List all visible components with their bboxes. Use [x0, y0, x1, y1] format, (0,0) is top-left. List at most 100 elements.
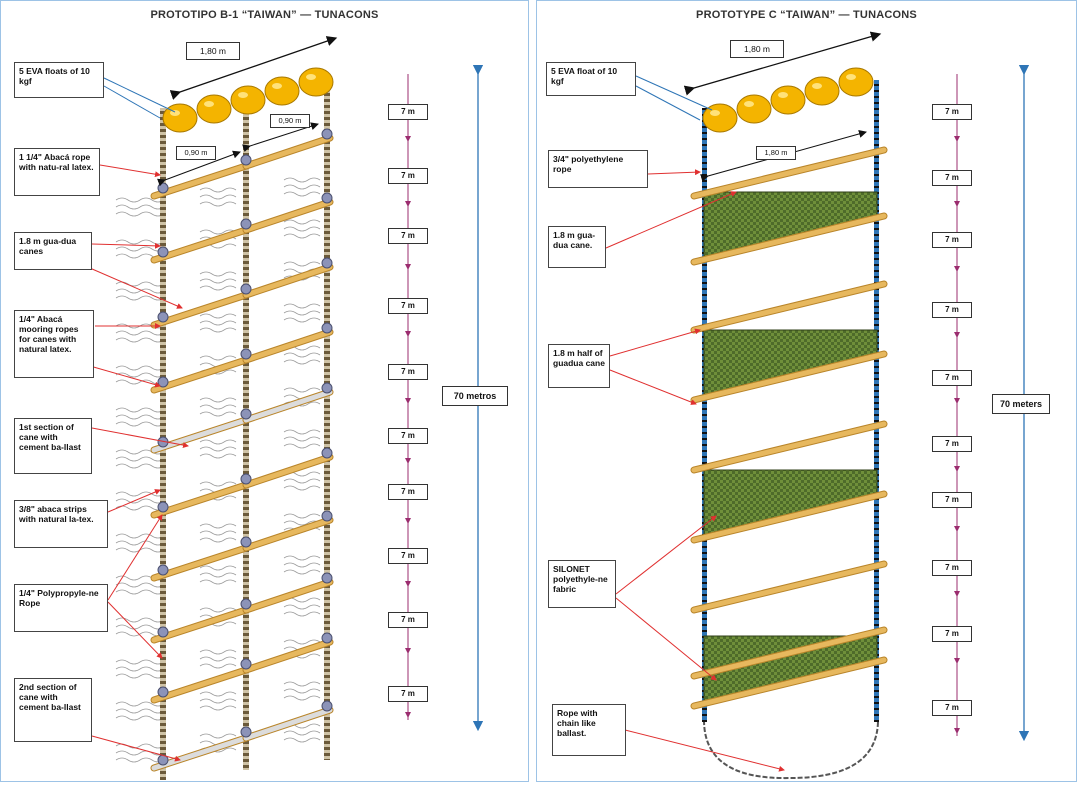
- left-segment-label: 7 m: [388, 428, 428, 444]
- left-knot: [240, 348, 252, 360]
- left-wave: [115, 372, 165, 378]
- left-cane-8b: [243, 579, 333, 613]
- left-float-5: [298, 67, 334, 97]
- right-callout-half-cane: 1.8 m half of guadua cane: [548, 344, 610, 388]
- left-float-highlight: [238, 92, 248, 98]
- left-cane-4a: [151, 357, 249, 393]
- left-callout-second-section: 2nd section of cane with cement ba-llast: [14, 678, 92, 742]
- left-depth-mark: [405, 518, 411, 524]
- left-wave: [283, 317, 321, 323]
- left-wave: [283, 387, 321, 393]
- left-wave: [115, 407, 165, 413]
- left-wave: [199, 327, 237, 333]
- right-float-highlight: [710, 110, 720, 116]
- left-wave: [115, 666, 165, 672]
- right-width-label: 1,80 m: [730, 40, 784, 58]
- left-wave: [199, 691, 237, 697]
- left-wave: [283, 485, 321, 491]
- left-width-arrow: [169, 36, 338, 100]
- left-wave: [283, 604, 321, 610]
- left-spacing-arrow-a: [157, 150, 241, 187]
- left-cane-10b: [243, 707, 333, 741]
- right-depth-mark: [954, 398, 960, 404]
- right-callout-cane: 1.8 m gua-dua cane.: [548, 226, 606, 268]
- left-knot: [157, 182, 169, 194]
- right-cane-2: [691, 213, 887, 265]
- left-wave: [115, 414, 165, 420]
- left-float-3: [230, 85, 266, 115]
- left-wave: [115, 673, 165, 679]
- left-float-highlight: [170, 110, 180, 116]
- left-wave: [283, 730, 321, 736]
- right-depth-mark: [954, 201, 960, 207]
- right-segment-label: 7 m: [932, 170, 972, 186]
- right-cane-5: [691, 421, 887, 473]
- left-wave: [283, 555, 321, 561]
- left-depth-mark: [405, 648, 411, 654]
- left-wave: [283, 520, 321, 526]
- left-wave: [199, 355, 237, 361]
- left-knot: [321, 632, 333, 644]
- left-knot: [240, 218, 252, 230]
- left-knot: [157, 246, 169, 258]
- left-wave: [115, 505, 165, 511]
- left-wave: [199, 481, 237, 487]
- left-wave: [283, 681, 321, 687]
- left-wave: [115, 288, 165, 294]
- left-wave: [283, 611, 321, 617]
- right-cane-4: [691, 351, 887, 403]
- left-knot: [157, 626, 169, 638]
- right-depth-mark: [954, 591, 960, 597]
- right-segment-label: 7 m: [932, 492, 972, 508]
- left-cane-7a: [151, 545, 249, 581]
- left-wave: [115, 498, 165, 504]
- left-cane-2b: [243, 199, 333, 233]
- left-depth-mark: [405, 136, 411, 142]
- left-knot: [321, 510, 333, 522]
- left-float-pointers: [103, 77, 176, 119]
- left-float-2: [196, 94, 232, 124]
- left-knot: [321, 128, 333, 140]
- right-segment-label: 7 m: [932, 302, 972, 318]
- left-wave: [283, 688, 321, 694]
- left-cane-3b: [243, 264, 333, 298]
- right-cane-8: [691, 627, 887, 679]
- left-segment-label: 7 m: [388, 364, 428, 380]
- left-wave: [283, 261, 321, 267]
- left-cane-10a: [151, 735, 249, 771]
- left-wave: [283, 184, 321, 190]
- left-knot: [240, 598, 252, 610]
- left-wave: [199, 271, 237, 277]
- left-cane-3a: [151, 292, 249, 328]
- prototype-c-title: PROTOTYPE C “TAIWAN” — TUNACONS: [696, 9, 917, 21]
- right-float-4: [804, 76, 840, 106]
- left-wave: [115, 295, 165, 301]
- right-structure: [605, 31, 1030, 780]
- left-wave: [283, 443, 321, 449]
- left-width-label: 1,80 m: [186, 42, 240, 60]
- left-wave: [199, 313, 237, 319]
- left-wave: [115, 456, 165, 462]
- left-wave: [199, 523, 237, 529]
- right-segment-label: 7 m: [932, 700, 972, 716]
- left-wave: [283, 233, 321, 239]
- left-knot: [321, 322, 333, 334]
- right-callout-silonet: SILONET polyethyle-ne fabric: [548, 560, 616, 608]
- left-wave: [115, 449, 165, 455]
- left-depth-mark: [405, 264, 411, 270]
- left-wave: [199, 537, 237, 543]
- left-callout-main-rope: 1 1/4" Abacá rope with natu-ral latex.: [14, 148, 100, 196]
- left-float-highlight: [204, 101, 214, 107]
- left-knot: [321, 447, 333, 459]
- left-callout-canes: 1.8 m gua-dua canes: [14, 232, 92, 270]
- left-wave: [199, 705, 237, 711]
- left-wave: [283, 569, 321, 575]
- left-wave: [199, 229, 237, 235]
- left-spacing-label-b: 0,90 m: [270, 114, 310, 128]
- right-rope-left: [702, 108, 707, 722]
- right-segment-label: 7 m: [932, 104, 972, 120]
- left-cane-6a: [151, 482, 249, 518]
- left-knot: [321, 382, 333, 394]
- left-spacing-label-a: 0,90 m: [176, 146, 216, 160]
- left-wave: [283, 478, 321, 484]
